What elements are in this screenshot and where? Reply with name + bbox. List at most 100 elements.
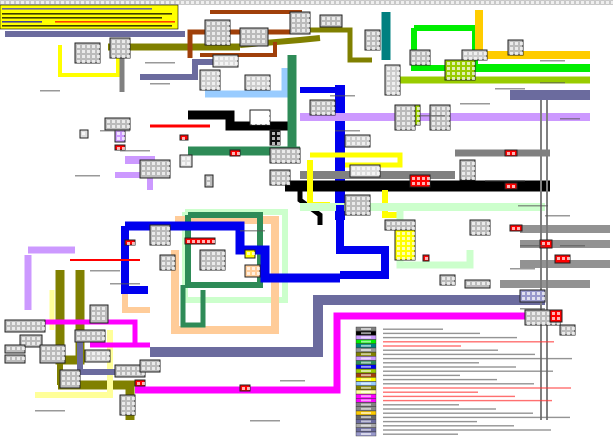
- signal-block: [344, 194, 371, 216]
- ruler-cell: [325, 0, 330, 5]
- block-cell: [272, 182, 275, 185]
- block-cell: [112, 45, 115, 48]
- block-cell: [417, 57, 420, 60]
- legend-swatch-cell: [361, 332, 371, 335]
- block-cell: [397, 67, 400, 70]
- track-line: [205, 68, 289, 98]
- block-cell: [484, 52, 487, 55]
- block-cell: [469, 52, 472, 55]
- signal-block: [239, 384, 251, 392]
- block-cell: [157, 367, 160, 370]
- legend-text-mark: [383, 345, 461, 347]
- block-cell: [547, 312, 550, 315]
- block-cell: [167, 232, 170, 235]
- label-text-mark: [545, 215, 570, 217]
- block-cell: [152, 162, 155, 165]
- block-cell: [412, 242, 415, 245]
- legend-text-mark: [383, 357, 572, 360]
- block-cell: [402, 107, 405, 110]
- block-cell: [172, 262, 175, 265]
- block-cell: [432, 127, 435, 130]
- block-cell: [362, 202, 365, 205]
- block-cell: [412, 237, 415, 240]
- block-cell: [157, 237, 160, 240]
- ruler-cell: [350, 0, 355, 5]
- ruler-cell: [160, 0, 165, 5]
- block-cell: [122, 40, 125, 43]
- block-cell: [367, 202, 370, 205]
- signal-block: [519, 289, 546, 303]
- block-cell: [322, 102, 325, 105]
- block-cell: [182, 137, 185, 140]
- block-cell: [67, 377, 70, 380]
- label-text-mark: [120, 150, 150, 152]
- block-cell: [152, 237, 155, 240]
- block-cell: [412, 257, 415, 260]
- block-cell: [157, 227, 160, 230]
- block-cell: [462, 62, 465, 65]
- block-cell: [7, 357, 10, 360]
- signal-block: [229, 149, 241, 157]
- block-cell: [82, 45, 85, 48]
- block-cell: [552, 322, 555, 325]
- block-cell: [262, 117, 265, 120]
- block-cell: [302, 14, 305, 17]
- block-cell: [112, 120, 115, 123]
- block-cell: [392, 72, 395, 75]
- block-cell: [247, 267, 250, 270]
- block-cell: [507, 185, 510, 188]
- ruler-cell: [155, 0, 160, 5]
- block-cell: [352, 172, 355, 175]
- block-cell: [167, 242, 170, 245]
- hatched-track: [520, 240, 610, 248]
- block-cell: [297, 150, 300, 153]
- ruler-cell: [60, 0, 65, 5]
- hatched-track: [500, 280, 590, 288]
- block-cell: [417, 117, 420, 120]
- block-cell: [352, 197, 355, 200]
- block-cell: [517, 227, 520, 230]
- ruler-cell: [420, 0, 425, 5]
- block-cell: [12, 347, 15, 350]
- block-cell: [425, 257, 428, 260]
- ruler-cell: [35, 0, 40, 5]
- signal-block: [134, 379, 146, 387]
- block-cell: [212, 240, 215, 243]
- signal-block: [504, 149, 518, 157]
- ruler-cell: [415, 0, 420, 5]
- block-cell: [202, 82, 205, 85]
- block-cell: [467, 67, 470, 70]
- block-cell: [377, 167, 380, 170]
- block-cell: [97, 60, 100, 63]
- block-cell: [422, 182, 425, 185]
- label-text-mark: [520, 245, 545, 247]
- block-body: [179, 154, 193, 168]
- block-cell: [532, 312, 535, 315]
- block-cell: [282, 150, 285, 153]
- block-cell: [167, 267, 170, 270]
- block-cell: [57, 357, 60, 360]
- block-cell: [367, 32, 370, 35]
- block-cell: [417, 112, 420, 115]
- ruler-cell: [260, 0, 265, 5]
- block-cell: [167, 172, 170, 175]
- block-cell: [207, 87, 210, 90]
- block-cell: [202, 87, 205, 90]
- block-cell: [392, 82, 395, 85]
- block-cell: [77, 55, 80, 58]
- ruler-cell: [340, 0, 345, 5]
- block-cell: [327, 112, 330, 115]
- block-cell: [352, 207, 355, 210]
- block-cell: [117, 137, 120, 140]
- ruler-cell: [410, 0, 415, 5]
- block-cell: [225, 57, 228, 60]
- block-cell: [357, 142, 360, 145]
- signal-block: [394, 229, 416, 261]
- block-cell: [337, 22, 340, 25]
- ruler-cell: [455, 0, 460, 5]
- legend-text-mark: [383, 349, 498, 351]
- block-cell: [212, 32, 215, 35]
- block-cell: [112, 125, 115, 128]
- ruler-cell: [40, 0, 45, 5]
- block-cell: [122, 412, 125, 415]
